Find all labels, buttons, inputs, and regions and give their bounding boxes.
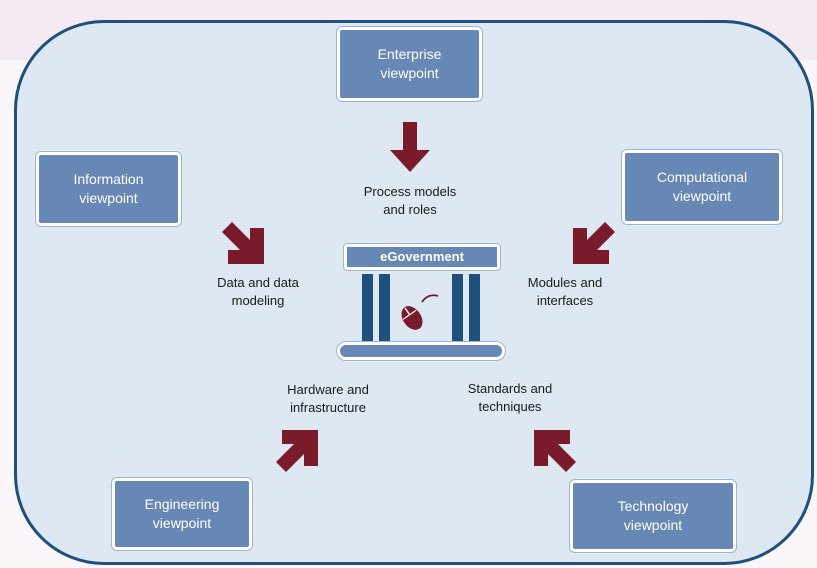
- enterprise-viewpoint-box[interactable]: Enterprise viewpoint: [337, 27, 482, 101]
- data-modeling-label: Data and data modeling: [198, 274, 318, 310]
- arrow-up-right-icon: [276, 424, 324, 472]
- information-viewpoint-line2: viewpoint: [79, 190, 138, 206]
- arrow-up-left-icon: [528, 424, 576, 472]
- arrow-down-left-icon: [567, 222, 615, 270]
- technology-viewpoint-text: Technology viewpoint: [618, 497, 689, 535]
- arrow-down-icon: [388, 122, 432, 172]
- egov-pillar-1: [362, 274, 373, 342]
- standards-techniques-line2: techniques: [478, 399, 542, 414]
- information-viewpoint-box[interactable]: Information viewpoint: [36, 152, 181, 226]
- egovernment-title: eGovernment: [344, 244, 500, 270]
- data-modeling-line2: modeling: [231, 293, 285, 308]
- process-models-label: Process models and roles: [348, 183, 472, 219]
- engineering-viewpoint-line1: Engineering: [144, 496, 220, 512]
- hardware-infrastructure-line1: Hardware and: [287, 382, 369, 397]
- enterprise-viewpoint-text: Enterprise viewpoint: [378, 45, 442, 83]
- egov-pillar-3: [452, 274, 463, 342]
- technology-viewpoint-line1: Technology: [617, 498, 689, 514]
- data-modeling-line1: Data and data: [217, 275, 299, 290]
- computational-viewpoint-line2: viewpoint: [672, 188, 732, 204]
- engineering-viewpoint-text: Engineering viewpoint: [145, 495, 220, 533]
- computer-mouse-icon: [398, 292, 444, 334]
- information-viewpoint-text: Information viewpoint: [73, 170, 143, 208]
- computational-viewpoint-text: Computational viewpoint: [657, 168, 747, 206]
- process-models-line2: and roles: [383, 202, 437, 217]
- egov-pillar-2: [379, 274, 390, 342]
- technology-viewpoint-box[interactable]: Technology viewpoint: [570, 480, 736, 552]
- computational-viewpoint-line1: Computational: [656, 169, 748, 185]
- arrow-down-right-icon: [222, 222, 270, 270]
- standards-techniques-label: Standards and techniques: [448, 380, 572, 416]
- information-viewpoint-line1: Information: [73, 171, 144, 187]
- enterprise-viewpoint-line2: viewpoint: [380, 65, 439, 81]
- hardware-infrastructure-line2: infrastructure: [290, 400, 366, 415]
- process-models-line1: Process models: [363, 184, 457, 199]
- technology-viewpoint-line2: viewpoint: [623, 517, 683, 533]
- modules-interfaces-line2: interfaces: [536, 293, 594, 308]
- modules-interfaces-label: Modules and interfaces: [508, 274, 622, 310]
- diagram-panel: [14, 20, 814, 565]
- enterprise-viewpoint-line1: Enterprise: [377, 46, 442, 62]
- modules-interfaces-line1: Modules and: [527, 275, 603, 290]
- computational-viewpoint-box[interactable]: Computational viewpoint: [622, 150, 782, 224]
- hardware-infrastructure-label: Hardware and infrastructure: [266, 381, 390, 417]
- egovernment-base: [337, 342, 505, 360]
- engineering-viewpoint-box[interactable]: Engineering viewpoint: [112, 478, 252, 550]
- egov-pillar-4: [469, 274, 480, 342]
- engineering-viewpoint-line2: viewpoint: [152, 515, 212, 531]
- standards-techniques-line1: Standards and: [467, 381, 553, 396]
